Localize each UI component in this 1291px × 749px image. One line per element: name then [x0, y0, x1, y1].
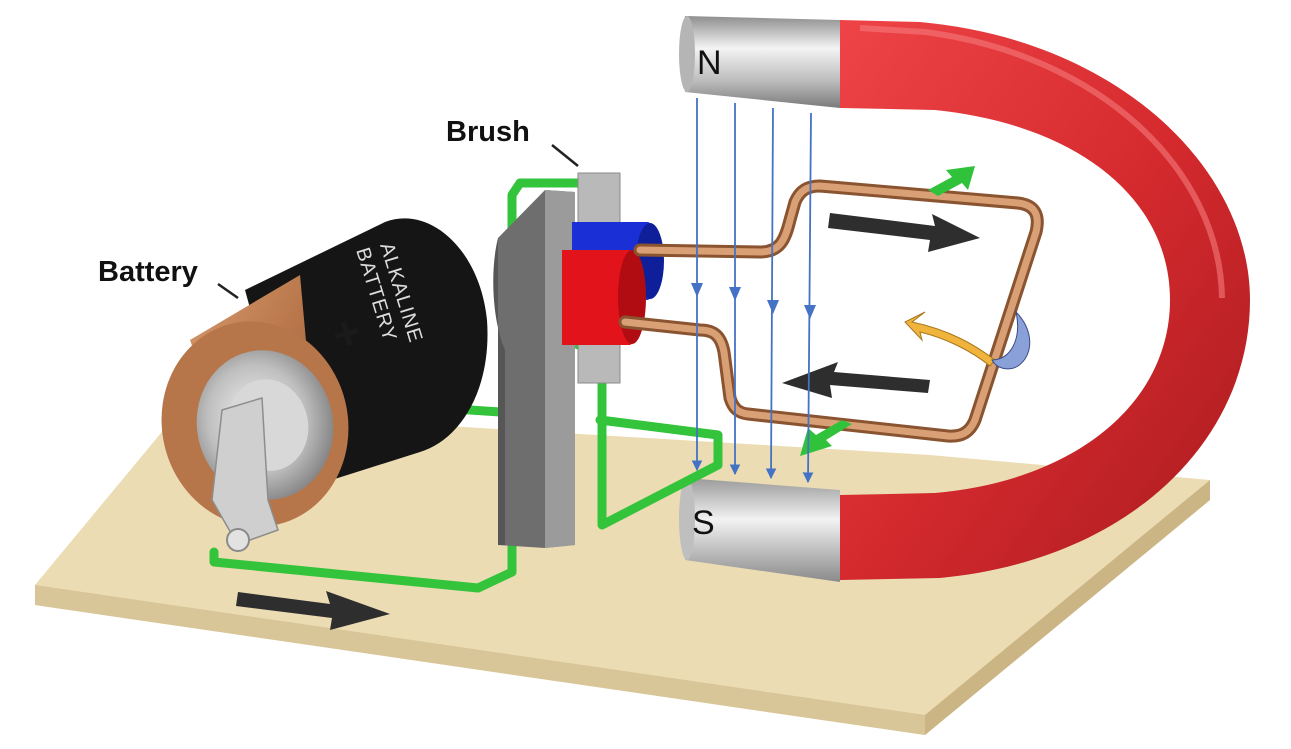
south-pole [679, 478, 840, 582]
north-pole [679, 16, 840, 108]
magnet-red-body [840, 20, 1250, 580]
brush-holder [493, 190, 575, 548]
battery-label: Battery [98, 256, 198, 288]
brush-leader-line [551, 144, 579, 167]
south-pole-label: S [692, 504, 715, 542]
coil-current-arrow-top [828, 213, 980, 252]
field-line-4 [802, 112, 814, 484]
copper-coil [618, 179, 1044, 443]
wooden-base [35, 410, 1210, 735]
north-pole-label: N [697, 44, 722, 82]
coil-current-arrow-bottom [782, 362, 930, 398]
field-line-3 [765, 107, 777, 480]
horseshoe-magnet [679, 16, 1250, 582]
force-arrow-bottom [800, 420, 852, 456]
rotation-arrow [904, 310, 1031, 370]
clip-screw [226, 528, 250, 552]
battery-clip [211, 397, 279, 552]
field-line-midarrows [691, 283, 816, 319]
base-current-arrow [236, 591, 390, 630]
brush-top [577, 172, 621, 226]
force-arrow-top [928, 166, 975, 196]
battery-leader-line [217, 282, 239, 300]
brush-label: Brush [446, 116, 530, 148]
